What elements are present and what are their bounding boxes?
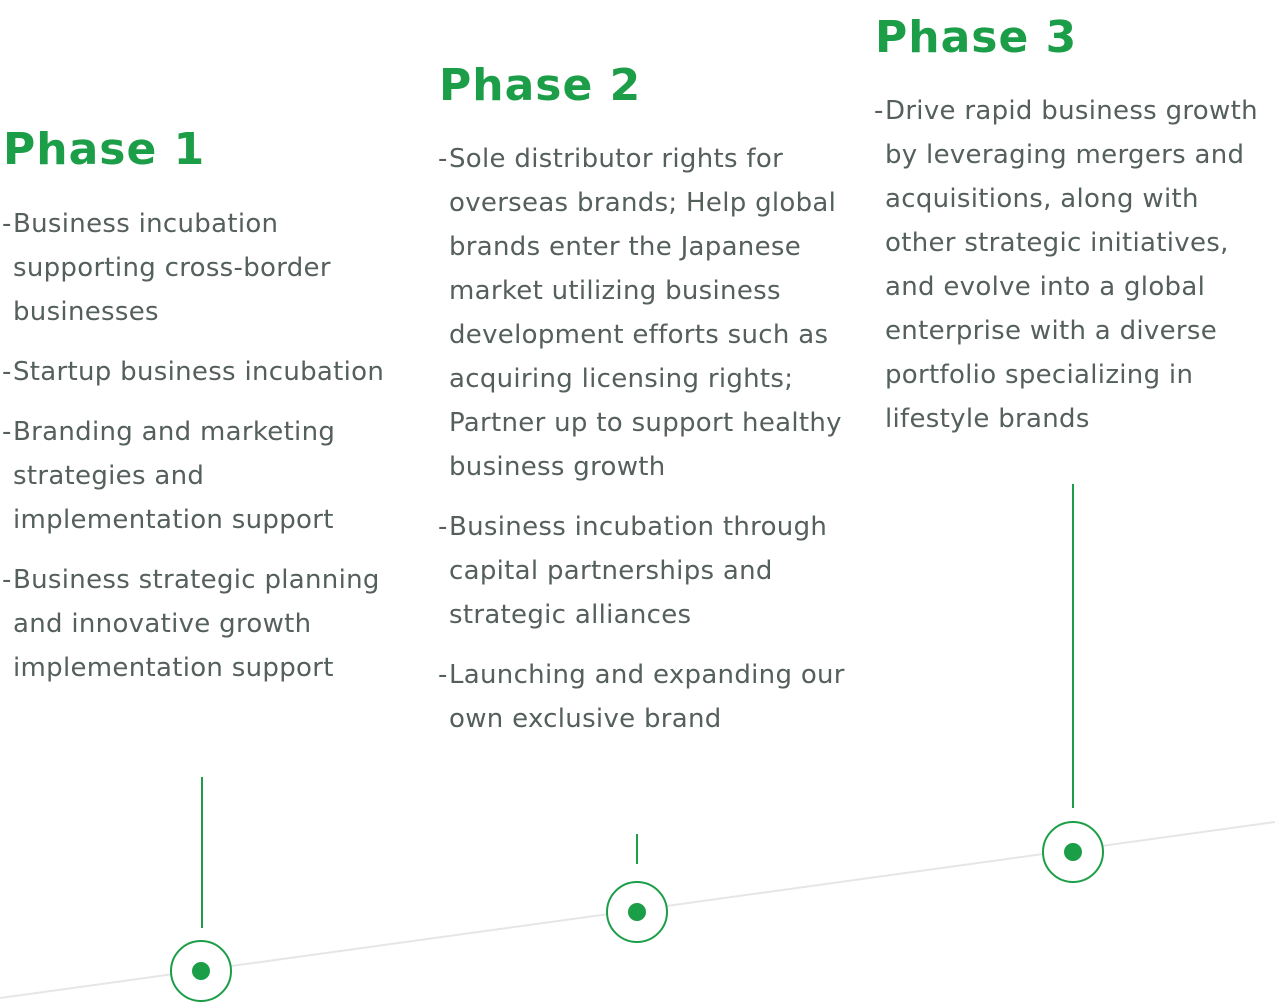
phase-1-title: Phase 1: [3, 124, 206, 175]
phase-3-marker: [1042, 484, 1104, 883]
phase-3-title: Phase 3: [875, 12, 1078, 63]
phase-1-list: Business incubation supporting cross-bor…: [2, 202, 388, 690]
phase-2-item: Launching and expanding our own exclusiv…: [438, 653, 854, 741]
phase-2-marker-dot: [628, 903, 646, 921]
phase-1-marker-dot: [192, 962, 210, 980]
phase-3-item: Drive rapid business growth by leveragin…: [874, 89, 1270, 441]
phase-3-block: Phase 3 Drive rapid business growth by l…: [874, 12, 1270, 457]
phase-1-marker: [170, 777, 232, 1002]
phase-1-item: Business strategic planning and innovati…: [2, 558, 388, 690]
phase-2-marker: [606, 834, 668, 943]
phase-2-block: Phase 2 Sole distributor rights for over…: [438, 60, 854, 757]
phase-1-item: Branding and marketing strategies and im…: [2, 410, 388, 542]
phase-2-item: Sole distributor rights for overseas bra…: [438, 137, 854, 489]
phase-1-item: Startup business incubation: [2, 350, 388, 394]
phase-2-title: Phase 2: [439, 60, 642, 111]
phase-3-list: Drive rapid business growth by leveragin…: [874, 89, 1270, 441]
phase-3-marker-dot: [1064, 843, 1082, 861]
phase-2-list: Sole distributor rights for overseas bra…: [438, 137, 854, 741]
phase-2-item: Business incubation through capital part…: [438, 505, 854, 637]
phase-1-block: Phase 1 Business incubation supporting c…: [2, 124, 388, 706]
phase-1-item: Business incubation supporting cross-bor…: [2, 202, 388, 334]
